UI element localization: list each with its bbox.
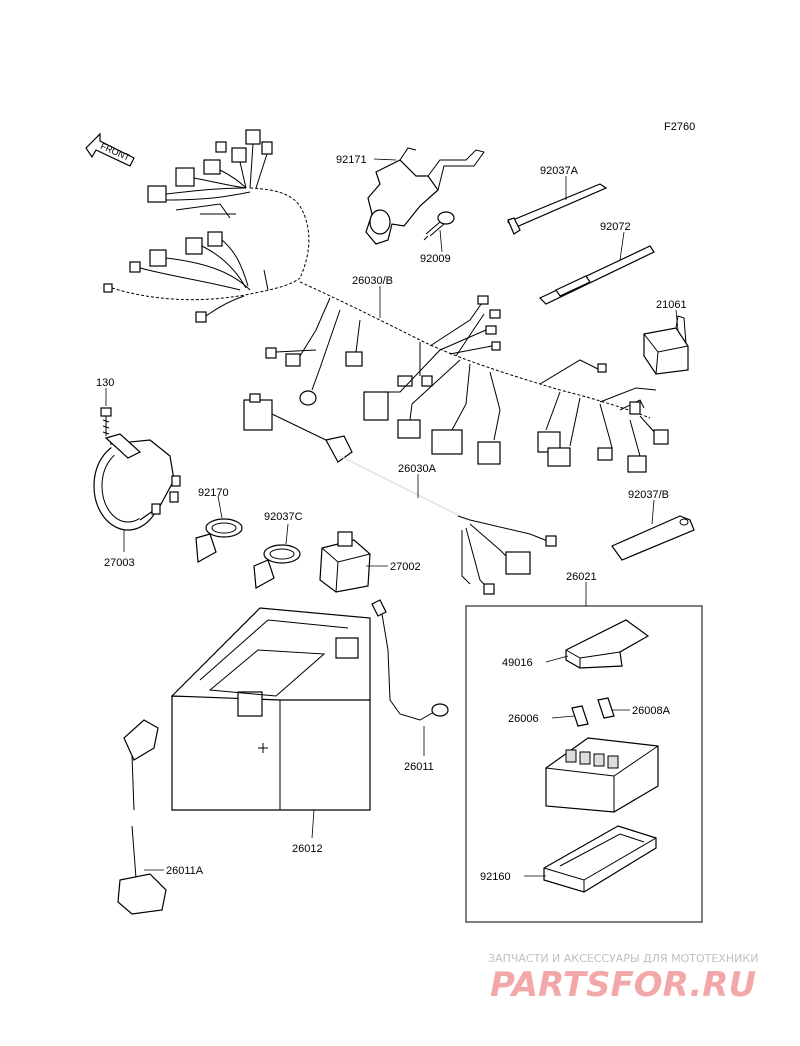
relay-21061 — [643, 315, 689, 375]
clamp-92037c — [253, 544, 301, 589]
label-49016: 49016 — [502, 657, 533, 669]
leader-26012 — [311, 809, 315, 839]
bracket-92171 — [365, 147, 485, 245]
label-26021: 26021 — [566, 571, 597, 583]
battery-26012 — [170, 607, 371, 811]
label-92009: 92009 — [420, 253, 451, 265]
label-92160: 92160 — [480, 871, 511, 883]
leader-26006 — [551, 715, 575, 719]
leader-92009 — [439, 229, 443, 253]
relay-27002 — [319, 531, 371, 593]
lead-26011 — [371, 599, 449, 721]
leader-92170 — [217, 495, 223, 519]
label-26030a: 26030A — [398, 463, 437, 475]
junction-box-group-frame — [465, 605, 703, 923]
label-27003: 27003 — [104, 557, 135, 569]
fuse-26006 — [571, 705, 589, 727]
bracket-92160 — [543, 825, 657, 893]
label-26011a: 26011A — [166, 865, 204, 877]
main-harness-26030b — [103, 129, 669, 473]
horn-27003 — [93, 433, 181, 531]
front-arrow-icon: FRONT — [85, 132, 135, 167]
label-21061: 21061 — [656, 299, 687, 311]
leader-21061 — [675, 309, 679, 331]
cover-49016 — [565, 619, 650, 669]
figure-code: F2760 — [664, 121, 695, 133]
clamp-92170 — [195, 518, 243, 563]
lead-26011a — [117, 719, 167, 915]
label-26006: 26006 — [508, 713, 539, 725]
label-92072: 92072 — [600, 221, 631, 233]
label-26008a: 26008A — [632, 705, 671, 717]
strap-92037b — [611, 515, 695, 561]
leader-92037c — [285, 523, 289, 545]
screw-92009 — [423, 211, 455, 241]
label-92171: 92171 — [336, 154, 367, 166]
leader-49016 — [545, 655, 569, 663]
label-26011: 26011 — [404, 761, 434, 773]
label-27002: 27002 — [390, 561, 421, 573]
label-92037c: 92037C — [264, 511, 303, 523]
label-26012: 26012 — [292, 843, 323, 855]
watermark-brand: PARTSFOR.RU — [490, 965, 756, 1005]
junction-box-body — [545, 737, 659, 813]
sub-harness-26030a — [243, 393, 557, 595]
label-130: 130 — [96, 377, 114, 389]
leader-92037b — [651, 499, 655, 525]
fuse-26008a — [597, 697, 615, 719]
leader-92171 — [373, 158, 397, 161]
label-92037b: 92037/B — [628, 489, 669, 501]
band-92072 — [538, 245, 655, 305]
label-92037a: 92037A — [540, 165, 579, 177]
watermark-tagline: ЗАПЧАСТИ И АКСЕССУАРЫ ДЛЯ МОТОТЕХНИКИ — [488, 952, 758, 965]
label-26030b: 26030/B — [352, 275, 393, 287]
leader-92072 — [619, 231, 625, 261]
band-92037a — [506, 183, 608, 235]
bolt-130 — [100, 407, 112, 436]
label-92170: 92170 — [198, 487, 229, 499]
